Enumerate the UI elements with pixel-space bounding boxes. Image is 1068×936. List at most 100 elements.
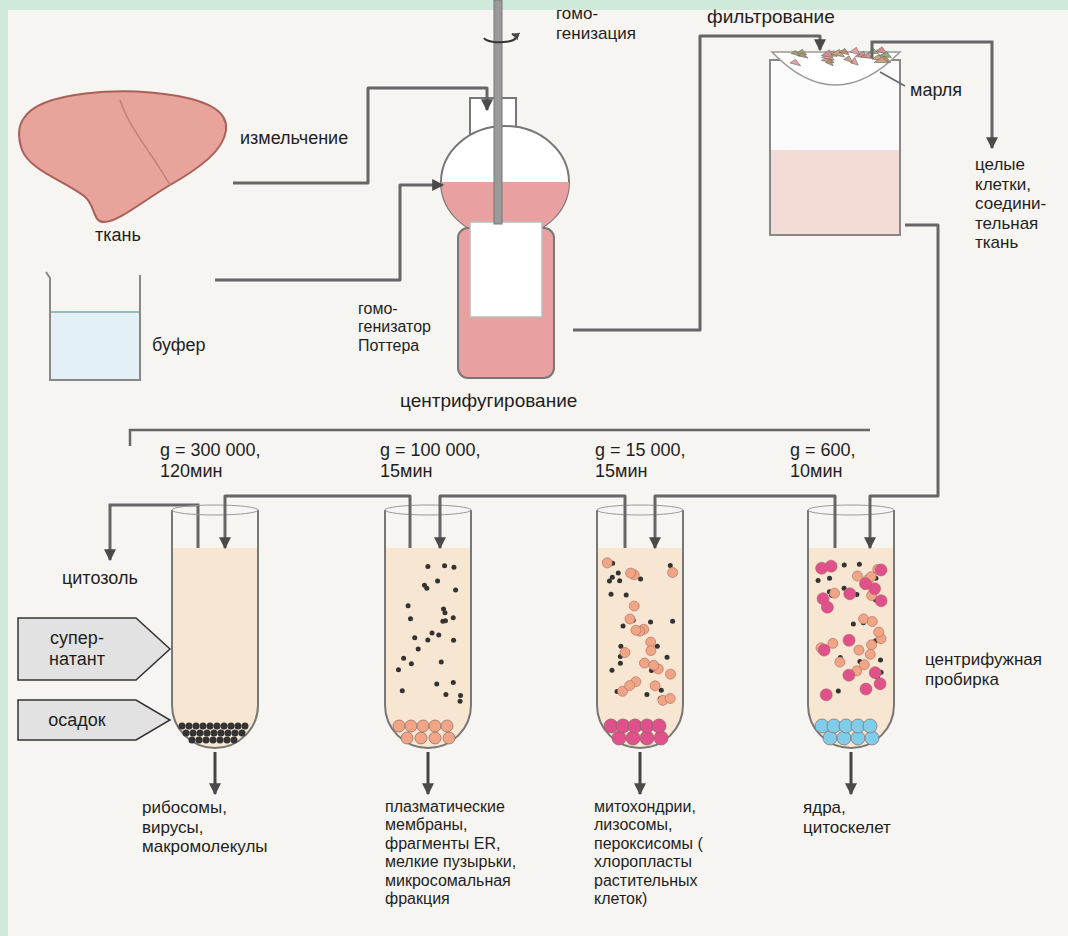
illustration-part xyxy=(844,56,853,63)
illustration-part xyxy=(625,614,635,624)
tube-node: g = 15 000, 15минмитохондрии, лизосомы, … xyxy=(597,548,683,748)
illustration-part xyxy=(843,669,855,681)
illustration-part xyxy=(597,510,683,748)
illustration-part xyxy=(406,603,411,608)
illustration-part xyxy=(434,682,439,687)
illustration-part xyxy=(668,568,678,578)
illustration-part xyxy=(639,658,649,668)
illustration-part xyxy=(458,693,463,698)
illustration-part xyxy=(625,681,635,691)
illustration-part xyxy=(436,633,441,638)
illustration-part xyxy=(808,505,894,515)
flow-arrow xyxy=(440,496,625,548)
illustration-part xyxy=(621,623,626,628)
illustration-part xyxy=(189,737,196,744)
illustration-part xyxy=(844,588,856,600)
annotation-label: цитозоль xyxy=(62,568,138,589)
illustration-part xyxy=(183,730,190,737)
illustration-part xyxy=(207,723,214,730)
filter-beaker xyxy=(770,60,900,235)
illustration-part xyxy=(821,50,832,57)
gauze xyxy=(772,52,900,85)
illustration-part xyxy=(859,660,869,670)
illustration-part xyxy=(626,568,636,578)
illustration-part xyxy=(425,638,430,643)
illustration-part xyxy=(867,616,877,626)
illustration-part xyxy=(854,645,864,655)
illustration-part xyxy=(427,752,430,794)
illustration-part xyxy=(385,505,471,515)
paper xyxy=(8,10,1068,936)
illustration-part xyxy=(610,575,615,580)
illustration-part xyxy=(224,737,231,744)
illustration-part xyxy=(820,689,832,701)
illustration-part xyxy=(221,723,228,730)
illustration-part xyxy=(874,627,884,637)
illustration-part xyxy=(670,619,675,624)
illustration-part xyxy=(396,667,401,672)
illustration-part xyxy=(451,565,456,570)
rotation-arrow xyxy=(484,34,516,42)
illustration-part xyxy=(865,649,875,659)
illustration-part xyxy=(409,661,414,666)
centrifuge-tube xyxy=(385,505,471,794)
illustration-part xyxy=(654,731,668,745)
node-label: ядра, цитоскелет xyxy=(803,798,913,837)
illustration-part xyxy=(217,737,224,744)
callout-text: осадок xyxy=(22,710,132,731)
callout-box: супер- натант xyxy=(18,618,170,680)
homogenizer-bulb xyxy=(441,126,569,238)
illustration-part xyxy=(415,732,427,744)
illustration-part xyxy=(429,720,441,732)
illustration-part xyxy=(808,510,894,748)
illustration-part xyxy=(425,564,430,569)
illustration-part xyxy=(620,648,630,658)
illustration-part xyxy=(443,692,448,697)
illustration-part xyxy=(172,510,258,748)
illustration-part xyxy=(875,595,887,607)
centrifuge-tube xyxy=(597,505,683,794)
illustration-part xyxy=(648,620,653,625)
illustration-part xyxy=(808,548,894,748)
speed-label: g = 15 000, 15мин xyxy=(595,440,705,481)
illustration-part xyxy=(830,588,840,598)
callout-box: осадок xyxy=(18,700,170,740)
illustration-part xyxy=(196,737,203,744)
illustration-part xyxy=(863,719,877,733)
illustration-part xyxy=(865,731,879,745)
illustration-part xyxy=(790,59,801,66)
illustration-part xyxy=(874,678,886,690)
illustration-part xyxy=(197,730,204,737)
node-label: центрифужная пробирка xyxy=(925,650,1050,689)
illustration-part xyxy=(618,661,623,666)
node-label: ткань xyxy=(95,225,175,246)
callout-outline xyxy=(18,700,170,740)
homogenizer-pestle xyxy=(470,222,542,317)
flow-arrow xyxy=(870,225,938,548)
illustration-part xyxy=(859,614,869,624)
illustration-part xyxy=(401,732,413,744)
centrifuge-tube xyxy=(172,505,258,794)
illustration-part xyxy=(851,622,856,627)
annotation-label: марля xyxy=(910,80,962,101)
illustration-part xyxy=(875,564,887,576)
illustration-part xyxy=(818,644,830,656)
illustration-part xyxy=(422,583,427,588)
illustration-part xyxy=(842,563,847,568)
illustration-part xyxy=(204,730,211,737)
illustration-part xyxy=(453,587,458,592)
tissue-fragments xyxy=(790,47,892,66)
illustration-part xyxy=(451,680,456,685)
speed-label: g = 600, 10мин xyxy=(790,440,900,481)
illustration-part xyxy=(826,58,834,66)
centrifuge-tubes xyxy=(172,505,894,794)
callout-text: супер- натант xyxy=(22,628,132,669)
illustration-part xyxy=(186,723,193,730)
illustration-part xyxy=(235,723,242,730)
illustration-part xyxy=(650,681,660,691)
illustration-part xyxy=(860,578,872,590)
illustration-part xyxy=(602,558,612,568)
illustration-part xyxy=(816,562,828,574)
illustration-part xyxy=(442,563,447,568)
